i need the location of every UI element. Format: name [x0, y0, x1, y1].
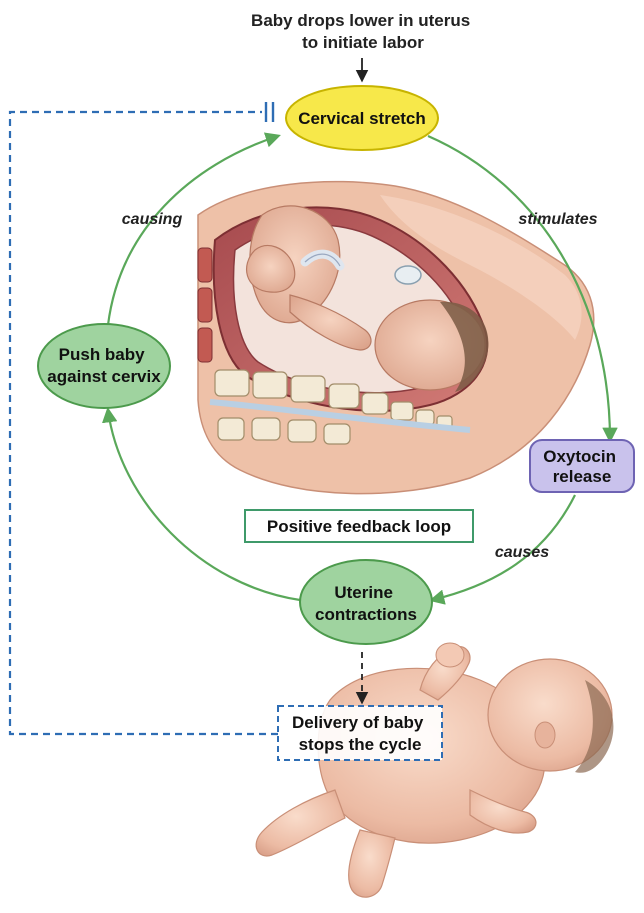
newborn-baby-illustration [255, 642, 614, 898]
arrow-causing [106, 132, 281, 326]
edge-label-stimulates: stimulates [518, 211, 597, 228]
pregnancy-cross-section-illustration [197, 180, 595, 495]
node-oxytocin-release: Oxytocin release [529, 439, 635, 493]
node-push-label: Push baby against cervix [47, 345, 161, 386]
node-push-baby: Push baby against cervix [37, 323, 171, 409]
positive-feedback-loop-label-box: Positive feedback loop [244, 509, 474, 543]
edge-label-causes: causes [495, 544, 549, 561]
trigger-label: Baby drops lower in uterus to initiate l… [251, 11, 475, 52]
positive-feedback-loop-label: Positive feedback loop [267, 517, 451, 536]
node-cervical-stretch: Cervical stretch [285, 85, 439, 151]
node-uterine-label: Uterine contractions [315, 583, 417, 624]
arrow-uterine-to-push [102, 406, 301, 602]
arrow-stimulates [427, 134, 618, 444]
arrow-causes [429, 494, 576, 605]
node-delivery-label: Delivery of baby stops the cycle [292, 713, 428, 754]
node-delivery-of-baby: Delivery of baby stops the cycle [277, 705, 443, 761]
inhibition-bars-icon [264, 102, 275, 122]
node-oxytocin-label: Oxytocin release [543, 447, 620, 486]
edge-label-causing: causing [122, 211, 183, 228]
node-uterine-contractions: Uterine contractions [299, 559, 433, 645]
stop-cycle-dashed-line [8, 110, 278, 736]
node-cervical-stretch-label: Cervical stretch [298, 109, 426, 128]
